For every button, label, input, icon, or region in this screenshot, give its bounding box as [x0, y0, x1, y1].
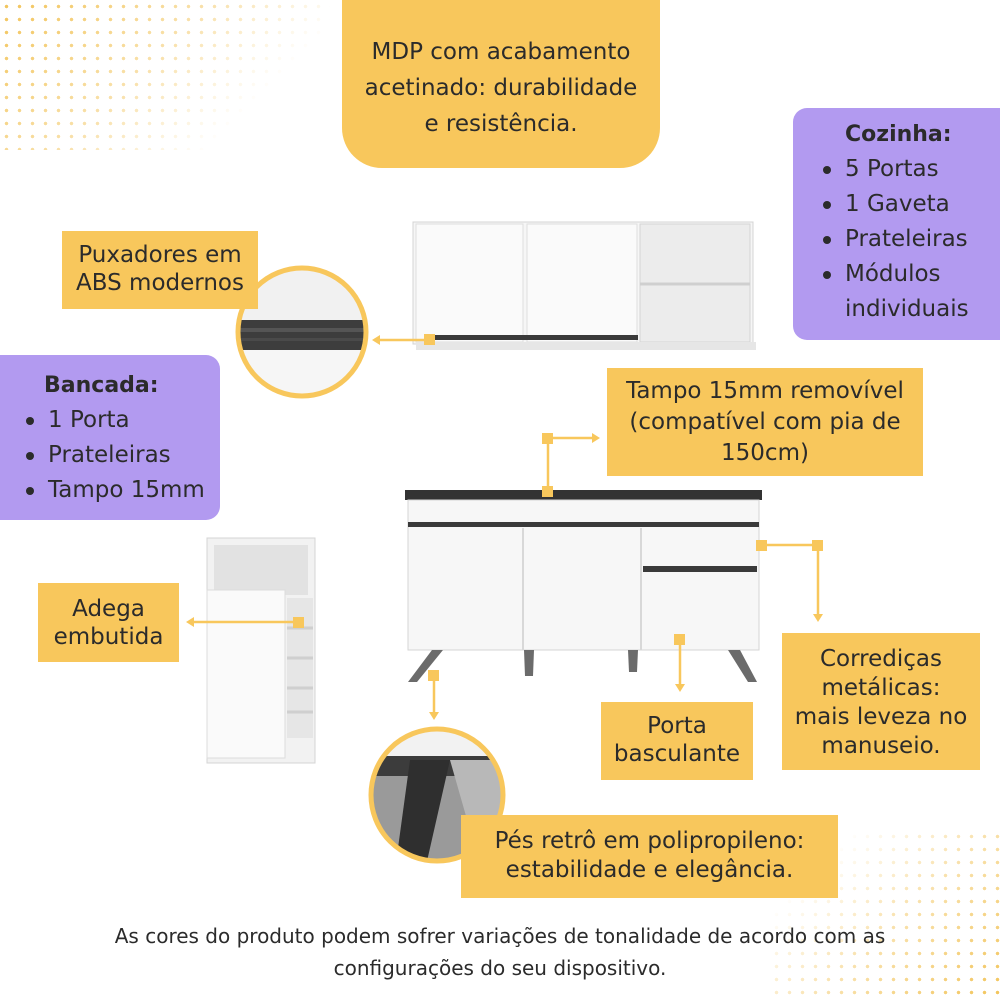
list-item: Prateleiras: [821, 222, 1000, 257]
list-item: 1 Porta: [24, 403, 220, 438]
list-item: Prateleiras: [24, 438, 220, 473]
countertop-callout: Tampo 15mm removível (compatível com pia…: [607, 368, 923, 476]
legs-line-1: Pés retrô em polipropileno:: [494, 828, 805, 854]
flip-door-line-2: basculante: [613, 741, 741, 767]
handles-line-2: ABS modernos: [76, 270, 244, 296]
pointer-arrows: [186, 334, 823, 720]
slides-callout: Corrediças metálicas: mais leveza no man…: [782, 633, 980, 770]
mdp-line-1: MDP com acabamento: [371, 39, 631, 65]
wine-rack-line-1: Adega: [72, 596, 145, 622]
list-item: Módulos individuais: [821, 257, 975, 327]
mdp-line-3: e resistência.: [424, 111, 578, 137]
slides-line-2: metálicas:: [821, 675, 941, 701]
counter-features-panel: Bancada: 1 Porta Prateleiras Tampo 15mm: [0, 355, 220, 520]
list-item: 1 Gaveta: [821, 187, 1000, 222]
wine-rack-cabinet: [206, 537, 316, 764]
disclaimer-line-2: configurações do seu dispositivo.: [333, 956, 667, 980]
color-disclaimer: As cores do produto podem sofrer variaçõ…: [60, 920, 940, 984]
flip-door-line-1: Porta: [647, 713, 707, 739]
kitchen-title: Cozinha:: [845, 122, 952, 147]
wine-rack-callout: Adega embutida: [38, 583, 179, 662]
countertop-line-1: Tampo 15mm removível: [626, 378, 904, 404]
handles-callout: Puxadores em ABS modernos: [62, 231, 258, 309]
legs-callout: Pés retrô em polipropileno: estabilidade…: [461, 815, 838, 898]
countertop-line-2: (compatível com pia de: [629, 409, 901, 435]
slides-line-3: mais leveza no: [794, 704, 968, 730]
handles-line-1: Puxadores em: [78, 242, 242, 268]
slides-line-1: Corrediças: [820, 646, 942, 672]
countertop-line-3: 150cm): [721, 440, 809, 466]
slides-line-4: manuseio.: [821, 733, 941, 759]
counter-title: Bancada:: [44, 373, 159, 398]
counter-feature-list: 1 Porta Prateleiras Tampo 15mm: [24, 403, 220, 508]
mdp-finish-callout: MDP com acabamento acetinado: durabilida…: [342, 0, 660, 168]
decorative-dots-top-left: [0, 0, 330, 150]
mdp-line-2: acetinado: durabilidade: [364, 75, 638, 101]
handle-zoom-circle: [235, 265, 369, 399]
wine-rack-line-2: embutida: [53, 624, 164, 650]
kitchen-feature-list: 5 Portas 1 Gaveta Prateleiras Módulos in…: [821, 152, 1000, 327]
kitchen-features-panel: Cozinha: 5 Portas 1 Gaveta Prateleiras M…: [793, 108, 1000, 340]
upper-cabinet: [412, 221, 756, 350]
list-item: Tampo 15mm: [24, 473, 220, 508]
base-cabinet: [405, 490, 762, 682]
legs-line-2: estabilidade e elegância.: [505, 857, 794, 883]
disclaimer-line-1: As cores do produto podem sofrer variaçõ…: [114, 924, 886, 948]
flip-door-callout: Porta basculante: [601, 702, 753, 780]
list-item: 5 Portas: [821, 152, 1000, 187]
